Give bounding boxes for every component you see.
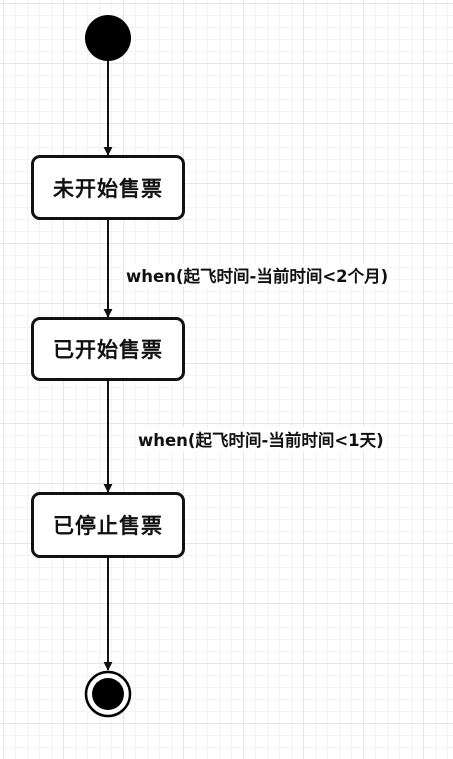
state-stopped: 已停止售票 xyxy=(31,492,185,558)
state-started: 已开始售票 xyxy=(31,317,185,381)
guard-label-s2-s3: when(起飞时间-当前时间<1天) xyxy=(137,427,385,451)
final-state-inner-dot xyxy=(92,678,124,710)
guard-label-s1-s2: when(起飞时间-当前时间<2个月) xyxy=(125,263,390,287)
initial-state-node xyxy=(85,15,131,61)
state-not-started: 未开始售票 xyxy=(31,155,185,220)
